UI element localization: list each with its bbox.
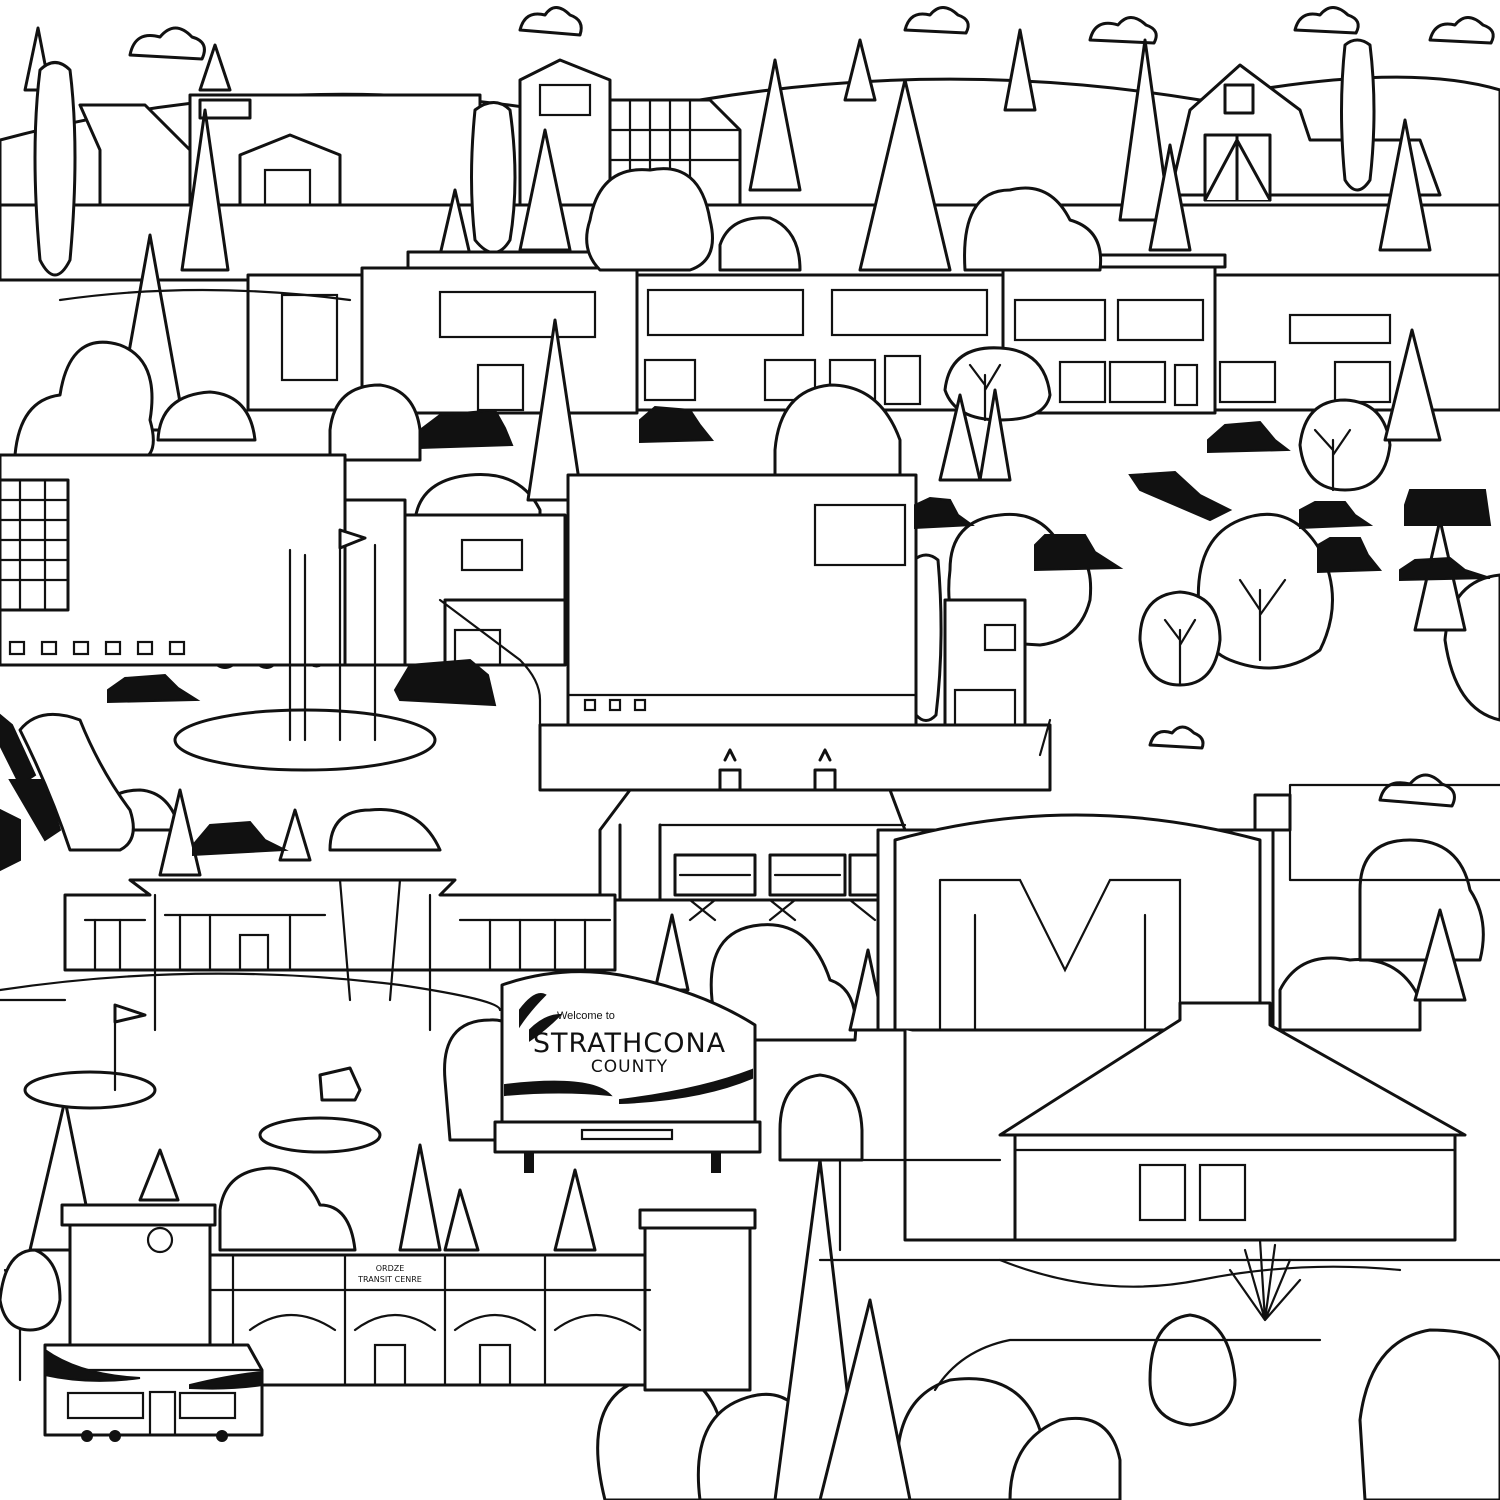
transit-centre-sign: ORDZE TRANSIT CENRE [330, 1263, 450, 1285]
ride-structure-fragment [0, 712, 135, 872]
ponds [23, 528, 437, 1154]
welcome-sign-county-text: COUNTY [590, 1057, 669, 1077]
vehicles [107, 405, 1492, 857]
conifers-top [23, 26, 1432, 432]
transit-sign-line2: TRANSIT CENRE [358, 1275, 422, 1284]
welcome-sign: Welcome to STRATHCONA COUNTY [502, 1010, 757, 1077]
welcome-sign-welcome-text: Welcome to [557, 1010, 615, 1022]
pavilion-building [838, 1001, 1467, 1252]
office-building-left [0, 453, 567, 667]
foreground-trees [28, 788, 1500, 1500]
city-bus [43, 1343, 264, 1442]
farmers-market-hall [598, 748, 907, 922]
window-row [8, 640, 186, 656]
ground-paths [0, 288, 1500, 1392]
deciduous-trees-with-branches [0, 363, 1352, 1382]
ornamental-grass [1228, 1238, 1302, 1322]
m-building [876, 783, 1500, 1032]
welcome-sign-strathcona-text: STRATHCONA [532, 1028, 727, 1059]
welcome-sign-structure [493, 970, 762, 1173]
strip-mall [246, 250, 1500, 415]
golf-course [0, 972, 502, 1102]
transit-sign-line1: ORDZE [375, 1264, 405, 1273]
civic-building-center [538, 473, 1052, 792]
golf-clubhouse [63, 878, 617, 1032]
clouds [128, 6, 1495, 808]
